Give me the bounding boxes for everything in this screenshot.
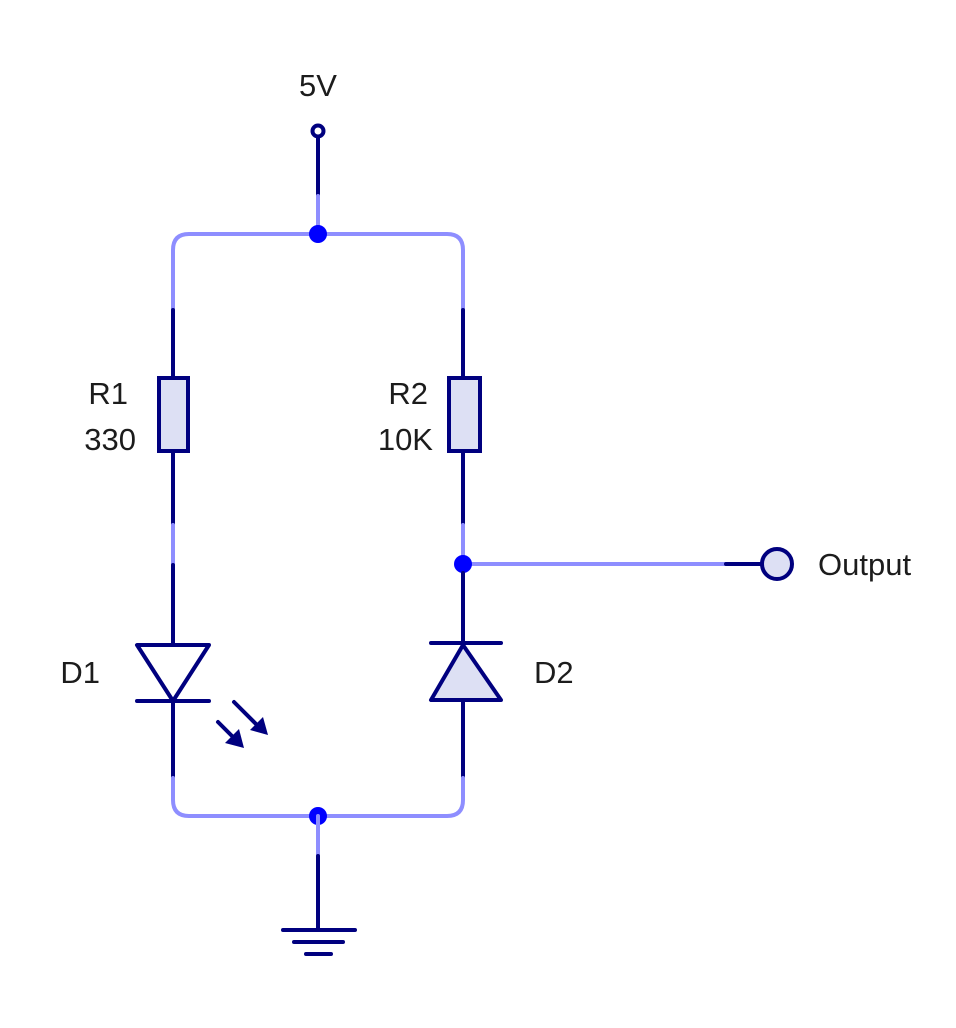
output-junction bbox=[454, 555, 472, 573]
d1-name-label: D1 bbox=[60, 655, 100, 690]
output-terminal bbox=[760, 547, 794, 581]
ground-icon bbox=[281, 854, 357, 956]
d1-diode-body bbox=[135, 643, 211, 703]
r2-resistor bbox=[447, 376, 482, 453]
top-junction bbox=[309, 225, 327, 243]
r1-name-label: R1 bbox=[88, 376, 128, 411]
r2-value-label: 10K bbox=[378, 422, 433, 457]
supply-terminal bbox=[310, 123, 326, 139]
d2-name-label: D2 bbox=[534, 655, 574, 690]
r1-resistor bbox=[157, 376, 190, 453]
light-arrows-icon bbox=[216, 700, 268, 748]
top-rail-wire bbox=[171, 232, 465, 312]
d2-diode-body bbox=[429, 643, 503, 702]
output-label: Output bbox=[818, 547, 911, 582]
supply-label: 5V bbox=[299, 68, 337, 103]
r1-value-label: 330 bbox=[84, 422, 136, 457]
r2-name-label: R2 bbox=[388, 376, 428, 411]
